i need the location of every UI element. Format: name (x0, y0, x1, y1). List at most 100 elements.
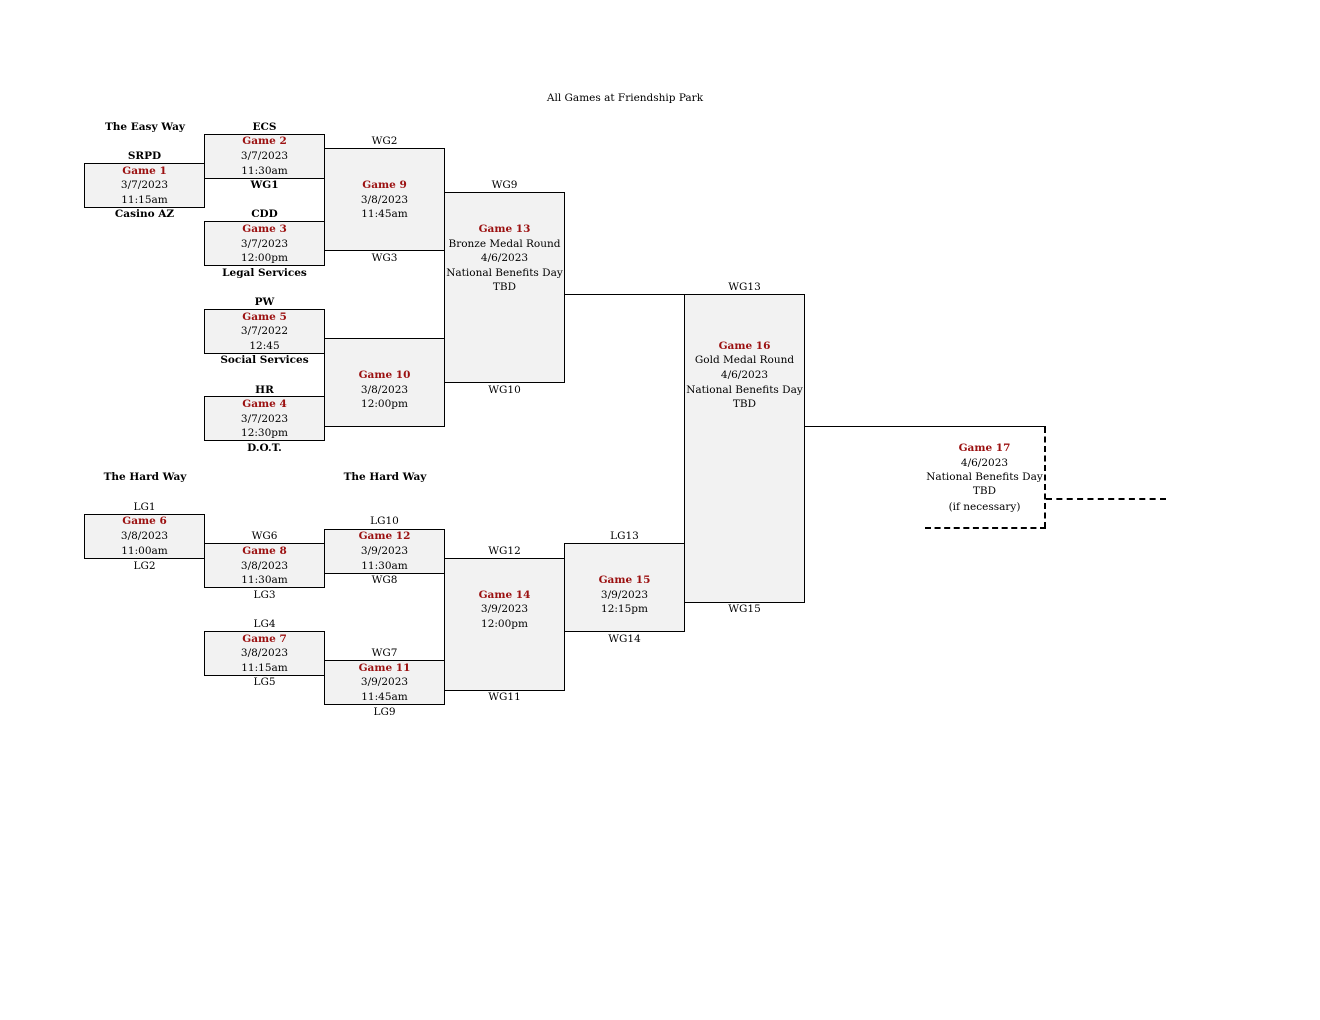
game-8-top-team: WG6 (251, 530, 278, 542)
game-12-date: 3/9/2023 (360, 545, 409, 557)
game-7-box (204, 631, 325, 676)
game-3-time: 12:00pm (241, 252, 288, 264)
game-10-time: 12:00pm (361, 398, 408, 410)
game-11-bottom-team: LG9 (373, 706, 396, 718)
game-1-box (84, 163, 205, 208)
game-4-top-team: HR (255, 384, 274, 396)
game-3-box (204, 221, 325, 266)
game-11-time: 11:45am (361, 691, 408, 703)
game-12-box (324, 529, 445, 574)
game-11-date: 3/9/2023 (360, 676, 409, 688)
game-9-time: 11:45am (361, 208, 408, 220)
game-9-box (324, 148, 445, 251)
connector-g13-g16 (564, 294, 686, 295)
game-8-box (204, 543, 325, 588)
game-16-event: National Benefits Day (686, 384, 803, 396)
game-7-top-team: LG4 (253, 618, 276, 630)
game-9-top-team: WG2 (371, 135, 398, 147)
game-16-title: Game 16 (718, 340, 771, 352)
game-17-event: National Benefits Day (926, 471, 1043, 483)
game-15-box (564, 543, 685, 632)
game-10-date: 3/8/2023 (360, 384, 409, 396)
game-11-top-team: WG7 (371, 647, 398, 659)
game-5-box (204, 309, 325, 354)
game-8-bottom-team: LG3 (253, 589, 276, 601)
game-10-box (324, 338, 445, 427)
game-2-time: 11:30am (241, 165, 288, 177)
game-14-time: 12:00pm (481, 618, 528, 630)
game-14-top-team: WG12 (488, 545, 521, 557)
game-11-title: Game 11 (358, 662, 411, 674)
game-7-title: Game 7 (242, 633, 287, 645)
game-4-time: 12:30pm (241, 427, 288, 439)
game-1-time: 11:15am (121, 194, 168, 206)
game-1-bottom-team: Casino AZ (114, 208, 175, 220)
page-title: All Games at Friendship Park (546, 92, 704, 104)
game-13-box (444, 192, 565, 383)
connector-g17-dashed-out (1046, 498, 1166, 500)
game-12-title: Game 12 (358, 530, 411, 542)
game-10-title: Game 10 (358, 369, 411, 381)
game-17-note: (if necessary) (948, 501, 1021, 513)
game-6-time: 11:00am (121, 545, 168, 557)
game-12-bottom-team: WG8 (371, 574, 398, 586)
game-5-time: 12:45 (249, 340, 280, 352)
game-14-title: Game 14 (478, 589, 531, 601)
game-8-time: 11:30am (241, 574, 288, 586)
game-13-date: 4/6/2023 (480, 252, 529, 264)
game-6-top-team: LG1 (133, 501, 156, 513)
game-3-date: 3/7/2023 (240, 238, 289, 250)
game-5-title: Game 5 (242, 311, 287, 323)
game-17-title: Game 17 (958, 442, 1011, 454)
game-13-round: Bronze Medal Round (448, 238, 561, 250)
game-4-bottom-team: D.O.T. (247, 442, 282, 454)
game-2-title: Game 2 (242, 135, 287, 147)
game-7-bottom-team: LG5 (253, 676, 276, 688)
game-16-time: TBD (732, 398, 757, 410)
game-1-top-team: SRPD (127, 150, 162, 162)
game-4-box (204, 396, 325, 441)
game-6-bottom-team: LG2 (133, 560, 156, 572)
game-14-bottom-team: WG11 (488, 691, 521, 703)
game-15-date: 3/9/2023 (600, 589, 649, 601)
game-2-date: 3/7/2023 (240, 150, 289, 162)
game-2-top-team: ECS (252, 121, 277, 133)
game-15-bottom-team: WG14 (608, 633, 641, 645)
game-14-box (444, 558, 565, 691)
game-13-bottom-team: WG10 (488, 384, 521, 396)
game-15-time: 12:15pm (601, 603, 648, 615)
game-4-title: Game 4 (242, 398, 287, 410)
game-15-top-team: LG13 (610, 530, 639, 542)
game-5-date: 3/7/2022 (240, 325, 289, 337)
game-6-box (84, 514, 205, 559)
game-15-title: Game 15 (598, 574, 651, 586)
game-5-bottom-team: Social Services (220, 354, 309, 366)
section-label-easy-way: The Easy Way (104, 121, 186, 133)
game-16-box (684, 294, 805, 603)
game-13-event: National Benefits Day (446, 267, 563, 279)
game-9-date: 3/8/2023 (360, 194, 409, 206)
game-2-bottom-team: WG1 (250, 179, 279, 191)
game-7-time: 11:15am (241, 662, 288, 674)
section-label-hard-way-left: The Hard Way (103, 471, 187, 483)
game-1-title: Game 1 (122, 165, 167, 177)
connector-g17-dashed-vertical (1044, 427, 1046, 528)
game-7-date: 3/8/2023 (240, 647, 289, 659)
game-13-top-team: WG9 (491, 179, 518, 191)
game-8-date: 3/8/2023 (240, 560, 289, 572)
game-16-round: Gold Medal Round (694, 354, 795, 366)
game-2-box (204, 134, 325, 179)
game-8-title: Game 8 (242, 545, 287, 557)
game-17-date: 4/6/2023 (960, 457, 1009, 469)
game-1-date: 3/7/2023 (120, 179, 169, 191)
game-13-time: TBD (492, 281, 517, 293)
game-3-bottom-team: Legal Services (222, 267, 307, 279)
game-13-title: Game 13 (478, 223, 531, 235)
game-9-title: Game 9 (362, 179, 407, 191)
game-3-top-team: CDD (251, 208, 278, 220)
game-12-time: 11:30am (361, 560, 408, 572)
game-17-time: TBD (972, 485, 997, 497)
game-4-date: 3/7/2023 (240, 413, 289, 425)
connector-g17-dashed-bottom (925, 527, 1046, 529)
